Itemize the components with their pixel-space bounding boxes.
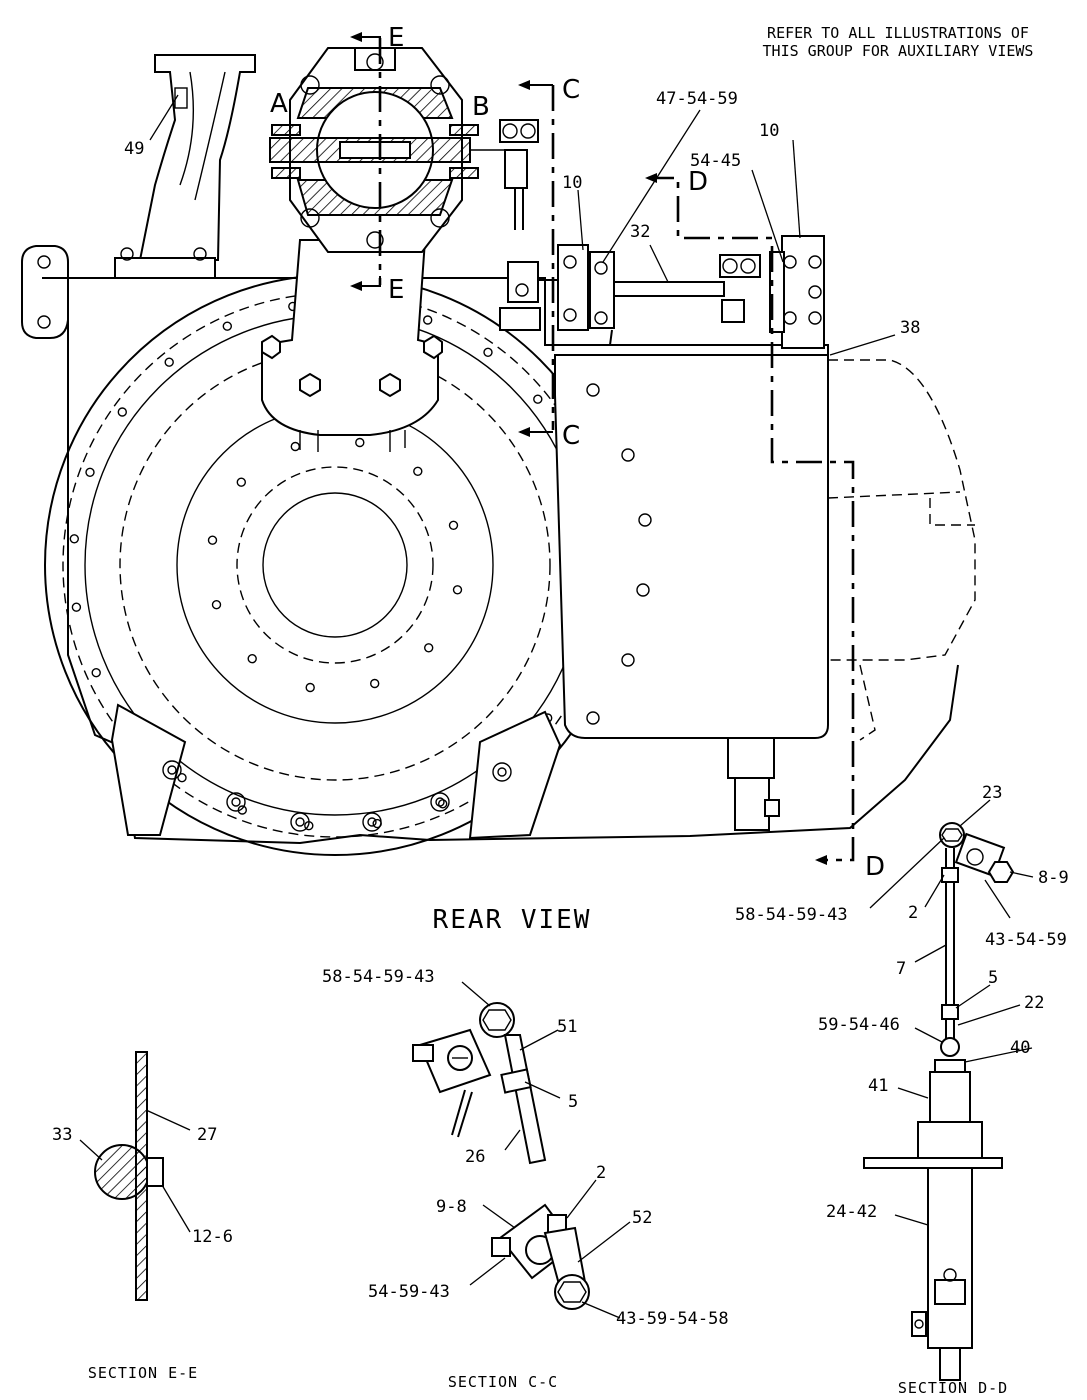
flywheel-bolt-hole (452, 585, 463, 595)
flywheel-bolt-hole (413, 466, 423, 476)
flywheel-bolt-hole (423, 315, 433, 325)
rear-view-drawing (21, 32, 976, 865)
callout-47-54-59: 47-54-59 (656, 89, 738, 109)
callout-27: 27 (197, 1125, 217, 1145)
flywheel-bolt-hole (355, 437, 365, 448)
callout-22: 22 (1024, 993, 1044, 1013)
callout-2-dd: 2 (908, 903, 918, 923)
section-letter-a: A (270, 89, 288, 119)
callout-43-59-54-58: 43-59-54-58 (616, 1309, 729, 1329)
callouts-section-cc: 58-54-59-43 51 5 26 2 9-8 52 54-59-43 43… (322, 967, 729, 1329)
callout-58-54-59-43-cc: 58-54-59-43 (322, 967, 435, 987)
callout-33: 33 (52, 1125, 72, 1145)
flywheel-bolt-hole (91, 668, 101, 678)
callout-59-54-46: 59-54-46 (818, 1015, 900, 1035)
section-letter-b: B (472, 92, 490, 122)
flywheel-bolt-hole (211, 600, 222, 610)
callout-43-54-59: 43-54-59 (985, 930, 1067, 950)
callout-51: 51 (557, 1017, 577, 1037)
flywheel-bolt-hole (117, 407, 128, 417)
leader-lines (79, 94, 1034, 1319)
callout-5-cc: 5 (568, 1092, 578, 1112)
callout-32: 32 (630, 222, 650, 242)
callout-52: 52 (632, 1208, 652, 1228)
section-letter-e-bottom: E (388, 275, 404, 305)
note-line-2: THIS GROUP FOR AUXILIARY VIEWS (763, 42, 1034, 60)
callout-10-right: 10 (759, 121, 779, 141)
callouts-section-ee: 33 27 12-6 (52, 1125, 233, 1247)
flywheel-bolt-hole (370, 678, 380, 689)
callout-38: 38 (900, 318, 920, 338)
flywheel-bolt-hole (177, 773, 187, 783)
flywheel-bolt-hole (71, 602, 82, 612)
flywheel-bolt-hole (438, 799, 448, 809)
flywheel-bolt-hole (448, 520, 459, 530)
flywheel-bolt-hole (207, 535, 218, 545)
callout-49: 49 (124, 139, 144, 159)
callout-2-cc: 2 (596, 1163, 606, 1183)
note-line-1: REFER TO ALL ILLUSTRATIONS OF (767, 24, 1029, 42)
section-cc-drawing (412, 1002, 590, 1310)
callout-23: 23 (982, 783, 1002, 803)
section-cc-caption: SECTION C-C (448, 1373, 558, 1391)
flywheel-bolt-hole (424, 643, 434, 653)
callout-7: 7 (896, 959, 906, 979)
section-letter-c-top: C (562, 75, 580, 105)
flywheel-bolt-hole (533, 394, 543, 404)
section-letters: A B C C D D E E (270, 23, 885, 882)
callout-54-45: 54-45 (690, 151, 741, 171)
callout-41: 41 (868, 1076, 888, 1096)
section-letter-d-bottom: D (865, 852, 885, 882)
section-ee-caption: SECTION E-E (88, 1364, 198, 1382)
flywheel-bolt-hole (305, 682, 315, 693)
general-note: REFER TO ALL ILLUSTRATIONS OF THIS GROUP… (763, 24, 1034, 60)
callouts-rear-view: 49 47-54-59 10 10 54-45 32 38 (124, 89, 920, 338)
callout-58-54-59-43-dd: 58-54-59-43 (735, 905, 848, 925)
callout-26: 26 (465, 1147, 485, 1167)
callouts-section-dd: 23 8-9 58-54-59-43 2 43-54-59 7 5 22 59-… (735, 783, 1069, 1222)
flywheel-bolt-hole (164, 357, 174, 367)
rear-view-caption: REAR VIEW (433, 905, 592, 935)
view-captions: REAR VIEW SECTION E-E SECTION C-C SECTIO… (88, 905, 1008, 1397)
callout-12-6: 12-6 (192, 1227, 233, 1247)
flywheel-bolt-hole (483, 347, 493, 357)
flywheel-bolt-ring-inner (207, 437, 463, 693)
section-letter-c-bottom: C (562, 421, 580, 451)
callout-10-left: 10 (562, 173, 582, 193)
flywheel-bolt-hole (222, 321, 233, 331)
callout-9-8: 9-8 (436, 1197, 467, 1217)
section-dd-caption: SECTION D-D (898, 1379, 1008, 1397)
flywheel-bolt-hole (236, 477, 247, 487)
section-dd-drawing (863, 822, 1015, 1381)
flywheel-bolt-hole (69, 534, 80, 544)
flywheel-bolt-hole (247, 654, 257, 664)
section-ee-drawing (94, 1051, 164, 1301)
section-letter-e-top: E (388, 23, 404, 53)
callout-40: 40 (1010, 1038, 1030, 1058)
callout-5-dd: 5 (988, 968, 998, 988)
flywheel-bolt-hole (290, 441, 300, 452)
section-letter-d-top: D (688, 167, 708, 197)
flywheel-bolt-hole (85, 467, 95, 477)
callout-54-59-43: 54-59-43 (368, 1282, 450, 1302)
callout-24-42: 24-42 (826, 1202, 877, 1222)
callout-8-9: 8-9 (1038, 868, 1069, 888)
